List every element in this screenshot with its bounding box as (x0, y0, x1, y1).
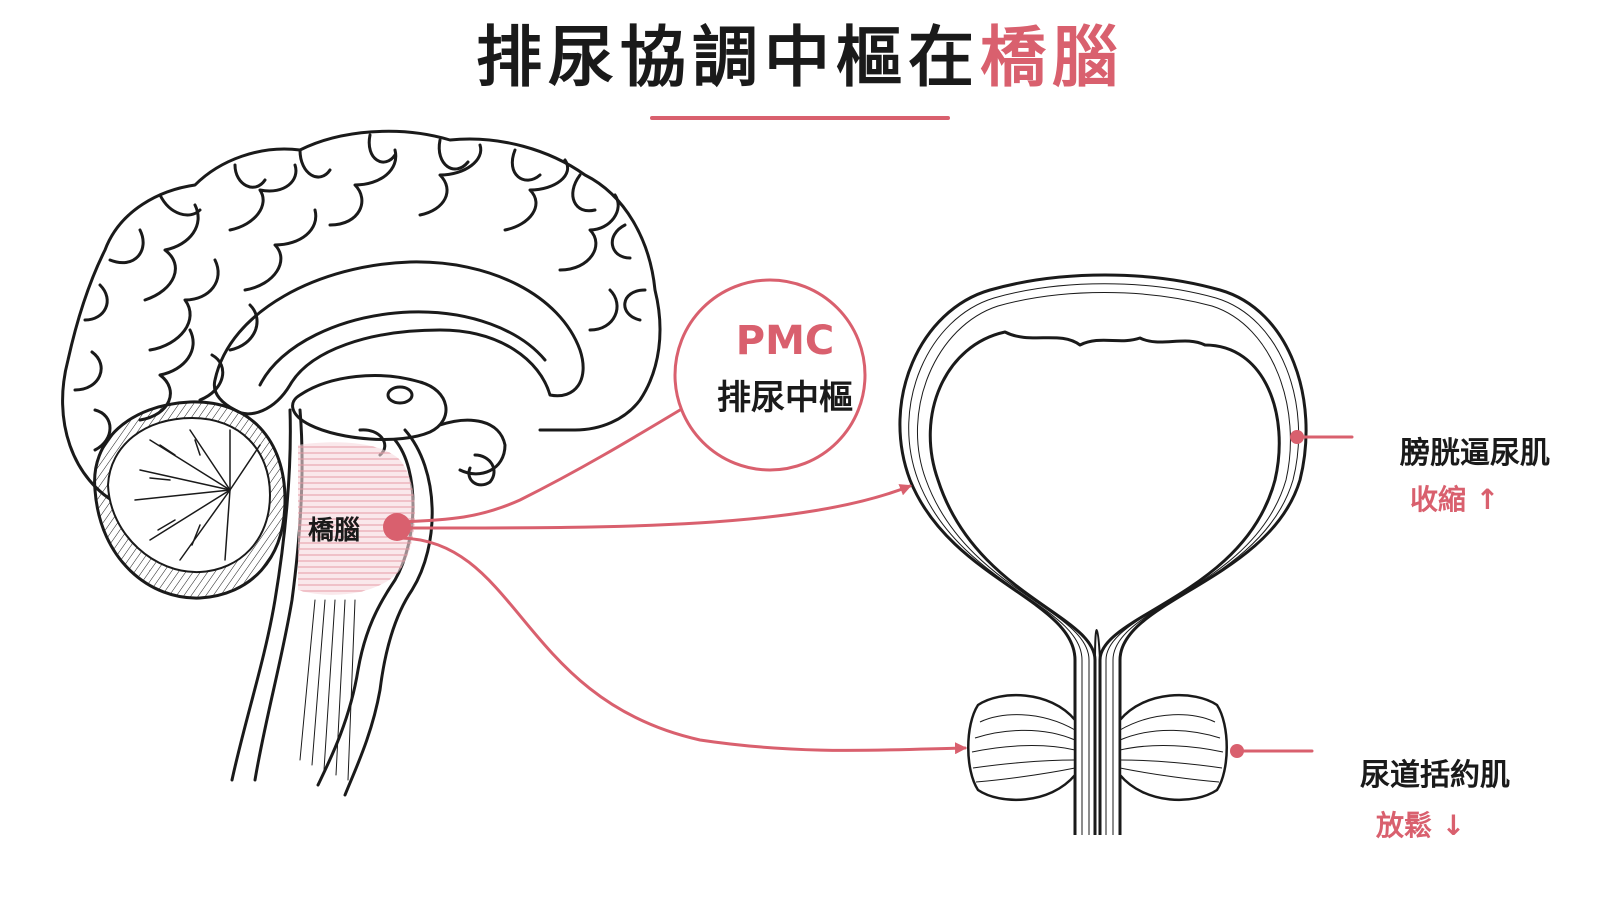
pmc-leader-line (398, 408, 682, 524)
title-highlight: 橋腦 (980, 19, 1124, 96)
bladder-outer-wall (898, 273, 1308, 835)
sphincter-state: 放鬆 ↓ (1376, 809, 1466, 842)
diagram-title: 排尿協調中樞在橋腦 (0, 18, 1600, 97)
pmc-abbr: PMC (735, 318, 835, 364)
title-main: 排尿協調中樞在 (476, 19, 980, 96)
bladder-inner-wall (928, 330, 1281, 835)
sphincter-left (967, 694, 1077, 801)
bladder-illustration (898, 273, 1308, 835)
pmc-callout-circle (673, 278, 867, 472)
sphincter-label: 尿道括約肌 (1360, 758, 1510, 793)
sphincter-right (1118, 694, 1228, 801)
pons-label: 橋腦 (308, 516, 361, 546)
pmc-name: 排尿中樞 (717, 378, 853, 418)
cerebrum-outline (61, 129, 662, 507)
corpus-callosum (212, 260, 585, 416)
arrow-to-bladder (398, 484, 912, 530)
pons-dot (383, 513, 411, 541)
arrow-to-sphincter (398, 536, 967, 755)
detrusor-dot (1290, 430, 1304, 444)
brainstem-outline (230, 408, 292, 782)
detrusor-label: 膀胱逼尿肌 (1400, 436, 1550, 471)
detrusor-state: 收縮 ↑ (1410, 483, 1500, 516)
title-underline (650, 116, 950, 120)
sphincter-dot (1230, 744, 1244, 758)
